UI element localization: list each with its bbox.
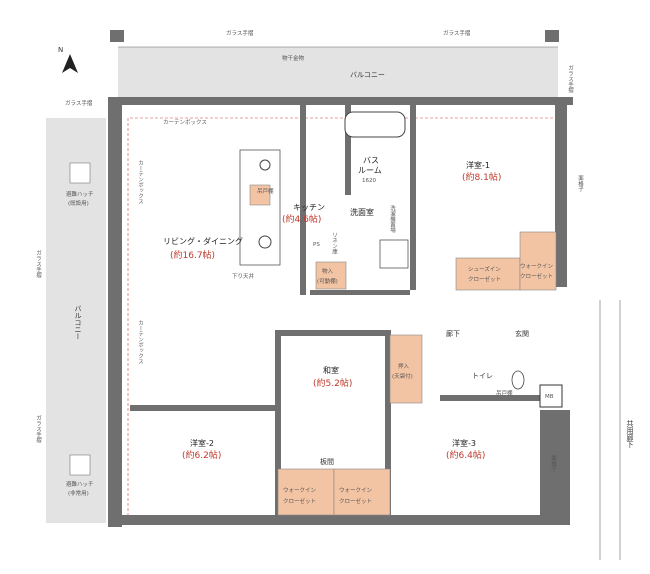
washer-label: 洗濯機置場 — [389, 204, 396, 234]
storage-sub-label: (可動棚) — [317, 277, 338, 285]
evac-hatch-upper-label: 避難ハッチ — [66, 190, 94, 198]
glass-rail-label-left-top: ガラス手摺 — [65, 99, 93, 107]
oshiire — [389, 334, 423, 404]
evac-hatch-upper-sub: (既設用) — [68, 199, 89, 207]
curtain-box-label-left1: カーテンボックス — [137, 160, 144, 205]
storage-label: 物入 — [322, 267, 334, 275]
western1-label: 洋室-1 — [466, 160, 490, 170]
mb-label: MB — [545, 394, 554, 400]
glass-rail-label-right: ガラス手摺 — [567, 65, 574, 94]
western2-size: (約6.2帖) — [182, 449, 221, 461]
storage-room — [315, 261, 347, 290]
laundry-hardware-label: 物干金物 — [282, 54, 305, 62]
toilet-label: トイレ — [472, 372, 493, 380]
window-lattice-1: 面格子 — [577, 175, 584, 192]
kitchen-label: キッチン — [293, 203, 325, 212]
hallway-label: 廊下 — [446, 329, 460, 338]
wic-1 — [519, 231, 557, 291]
wic-1-label2: クローゼット — [520, 272, 553, 280]
wash-basin — [379, 239, 409, 269]
glass-rail-label-top1: ガラス手摺 — [226, 29, 254, 37]
living-label: リビング・ダイニング — [163, 236, 243, 246]
balcony-top — [118, 47, 558, 97]
japanese-label: 和室 — [323, 365, 339, 375]
bath-dim: 1620 — [362, 178, 376, 184]
western1-size: (約8.1帖) — [462, 171, 501, 183]
balcony-top-label: バルコニー — [350, 71, 385, 79]
toilet-icon — [511, 370, 525, 390]
stove-icon — [259, 159, 271, 171]
common-corridor-label: 共用廊下 — [626, 419, 634, 449]
western3-label: 洋室-3 — [452, 438, 476, 448]
mb-box — [539, 384, 563, 408]
kitchen-cabinet-label: 吊戸棚 — [257, 187, 274, 195]
bath-label: バス — [363, 156, 379, 165]
itama-label: 板間 — [320, 457, 334, 466]
glass-rail-label-top2: ガラス手摺 — [443, 29, 471, 37]
interior-walls — [130, 105, 540, 520]
washroom-label: 洗面室 — [350, 207, 374, 217]
japanese-size: (約5.2帖) — [313, 377, 352, 389]
compass-label: N — [58, 46, 63, 54]
fridge-space — [249, 184, 271, 206]
curtain-box-label-left2: カーテンボックス — [137, 320, 144, 365]
oshiire-label: 押入 — [398, 362, 410, 370]
sink-icon — [258, 235, 272, 249]
shoes-closet-label: シューズイン — [468, 265, 501, 273]
ps-label: PS — [313, 242, 320, 248]
wic-1-label: ウォークイン — [520, 262, 554, 270]
shoes-closet-label2: クローゼット — [468, 275, 501, 283]
outer-walls — [108, 30, 573, 527]
toilet-cabinet-label: 吊戸棚 — [496, 389, 513, 397]
compass-icon: N — [58, 46, 78, 73]
wic-3 — [333, 468, 391, 516]
wic-2-label2: クローゼット — [283, 497, 316, 505]
bath-room-label: ルーム — [358, 166, 382, 175]
evac-hatch-lower — [69, 454, 91, 476]
balcony-left-label: バルコニー — [74, 305, 82, 340]
entrance-label: 玄関 — [515, 329, 529, 338]
lowered-ceiling-label: 下り天井 — [232, 272, 255, 280]
linen-label: リネン庫 — [331, 232, 338, 255]
evac-hatch-lower-label: 避難ハッチ — [66, 480, 94, 488]
wic-2-label: ウォークイン — [283, 486, 317, 494]
shoes-closet — [455, 257, 521, 291]
bathtub — [344, 111, 406, 138]
evac-hatch-lower-sub: (非常用) — [68, 489, 89, 497]
window-lattice-2: 面格子 — [550, 455, 557, 472]
curtain-box-label-top: カーテンボックス — [163, 118, 207, 126]
living-size: (約16.7帖) — [170, 249, 215, 261]
evac-hatch-upper — [69, 162, 91, 184]
western3-size: (約6.4帖) — [446, 449, 485, 461]
glass-rail-label-left2: ガラス手摺 — [35, 415, 42, 444]
oshiire-sub: (天袋付) — [392, 372, 413, 380]
kitchen-size: (約4.6帖) — [282, 213, 321, 225]
wic-3-label2: クローゼット — [339, 497, 372, 505]
wic-3-label: ウォークイン — [339, 486, 373, 494]
western2-label: 洋室-2 — [190, 438, 214, 448]
glass-rail-label-left1: ガラス手摺 — [35, 250, 42, 279]
